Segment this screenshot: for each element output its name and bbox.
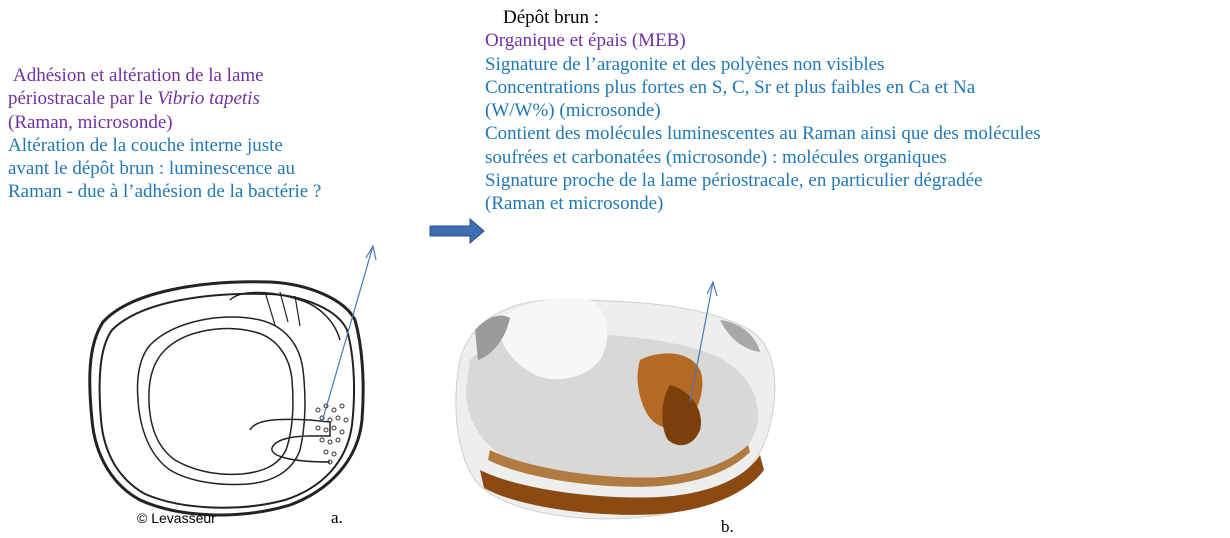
- shell-drawing-a: [90, 282, 363, 515]
- pointer-line-a: [322, 246, 373, 422]
- label-a: a.: [331, 508, 343, 528]
- block-arrow: [430, 219, 484, 243]
- shell-photo-b: [456, 299, 775, 519]
- copyright-caption: © Levasseur: [137, 510, 216, 526]
- label-b: b.: [721, 517, 734, 537]
